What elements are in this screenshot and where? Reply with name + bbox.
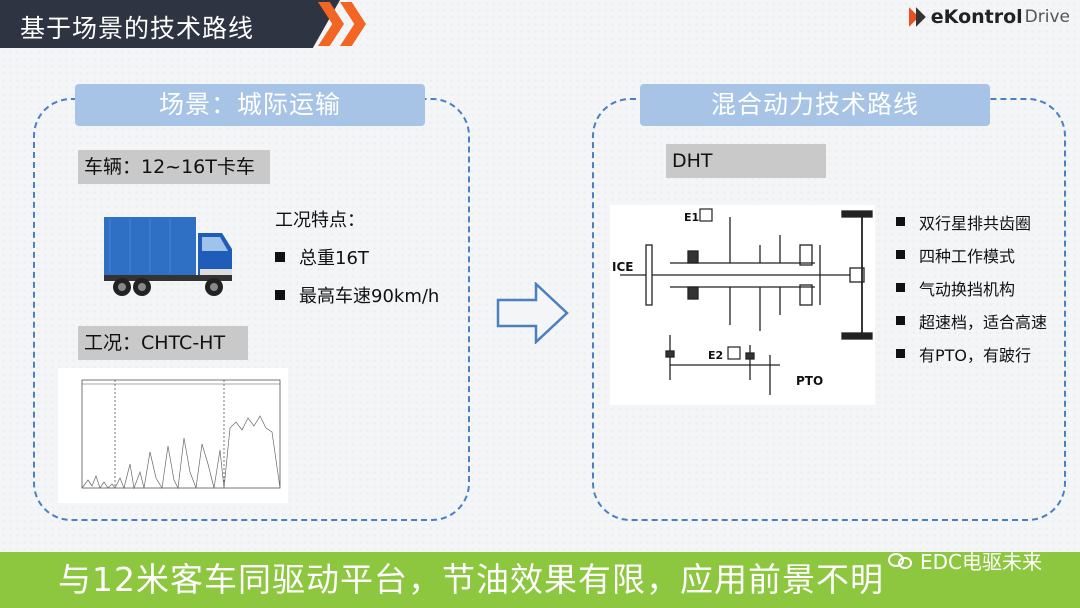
driving-cycle-chart-image [58, 368, 288, 503]
list-item-text: 四种工作模式 [919, 246, 1016, 266]
feature-item: 最高车速90km/h [275, 282, 439, 308]
bullet-icon [896, 349, 905, 358]
dht-tag: DHT [666, 144, 826, 178]
list-item-text: 有PTO，有跛行 [919, 345, 1032, 365]
cycle-tag: 工况：CHTC-HT [78, 326, 248, 360]
technology-title: 混合动力技术路线 [640, 84, 990, 126]
diagram-label-pto: PTO [796, 374, 823, 388]
bullet-icon [896, 217, 905, 226]
condition-features: 工况特点： 总重16T 最高车速90km/h [275, 206, 439, 320]
diagram-label-e1: E1 [684, 211, 699, 224]
list-item: 超速档，适合高速 [896, 304, 1047, 337]
watermark-text: EDC电驱未来 [919, 550, 1042, 574]
bullet-icon [896, 316, 905, 325]
watermark: EDC电驱未来 [887, 546, 1042, 575]
list-item-text: 双行星排共齿圈 [919, 213, 1032, 233]
logo-brand: eKontrol [930, 6, 1023, 28]
company-logo: eKontrol Drive [909, 6, 1070, 28]
feature-text: 最高车速90km/h [299, 286, 440, 307]
features-title: 工况特点： [275, 210, 365, 231]
scenario-title: 场景：城际运输 [75, 84, 425, 126]
feature-item: 总重16T [275, 244, 439, 270]
logo-sub: Drive [1024, 7, 1070, 27]
bullet-icon [896, 283, 905, 292]
diagram-label-ice: ICE [612, 260, 633, 274]
page-title: 基于场景的技术路线 [20, 14, 255, 43]
list-item-text: 气动换挡机构 [919, 279, 1016, 299]
bullet-icon [275, 252, 285, 262]
diagram-label-e2: E2 [708, 349, 723, 362]
logo-mark-icon [909, 7, 927, 27]
right-arrow-icon [496, 282, 569, 344]
list-item: 四种工作模式 [896, 238, 1047, 271]
dht-feature-list: 双行星排共齿圈 四种工作模式 气动换挡机构 超速档，适合高速 有PTO，有跛行 [896, 205, 1047, 370]
list-item: 有PTO，有跛行 [896, 337, 1047, 370]
feature-text: 总重16T [299, 248, 369, 269]
truck-image [104, 217, 232, 296]
bullet-icon [275, 290, 285, 300]
dht-schematic-svg: ICE E1 E2 PTO [612, 208, 873, 395]
list-item: 双行星排共齿圈 [896, 205, 1047, 238]
list-item-text: 超速档，适合高速 [919, 312, 1048, 332]
dht-schematic-diagram: ICE E1 E2 PTO [610, 205, 875, 405]
bullet-icon [896, 250, 905, 259]
wechat-icon [887, 551, 914, 571]
list-item: 气动换挡机构 [896, 271, 1047, 304]
header-bar [0, 0, 340, 48]
vehicle-tag: 车辆：12~16T卡车 [78, 150, 270, 184]
